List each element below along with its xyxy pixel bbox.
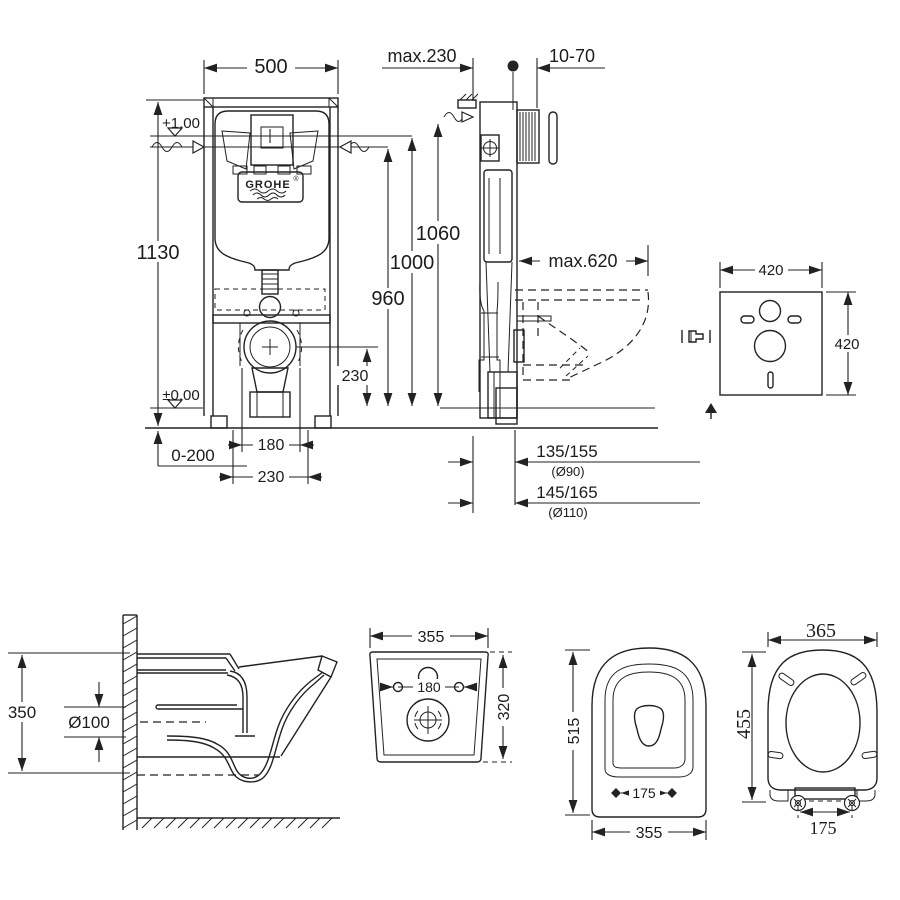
level-zero: ±0,00 — [162, 387, 199, 404]
dimension-drain-diameter: Ø100 — [64, 682, 126, 762]
dim-bolt-spacing-label: 180 — [258, 437, 285, 454]
dim-drain-diameter-label: Ø100 — [68, 713, 110, 732]
dim-top-width-label: 355 — [636, 825, 663, 842]
bowl-top-view: 515 175 355 — [564, 647, 707, 842]
dim-outlet-spacing-label: 230 — [258, 469, 285, 486]
drain-target — [406, 698, 450, 742]
dim-plate-width-label: 420 — [758, 262, 783, 279]
dim-bowl-height-label: 350 — [8, 703, 36, 722]
up-arrow-icon — [705, 403, 717, 419]
dim-rear-holes-label: 180 — [417, 679, 441, 695]
dim-plate-height-label: 420 — [834, 336, 859, 353]
dimension-plate-height: 420 — [826, 291, 864, 396]
dim-bowl-clearance-label: max.620 — [548, 251, 617, 271]
seat-top-view: 365 455 175 — [733, 620, 878, 838]
dimension-frame-depth: max.230 — [382, 46, 473, 73]
dimension-outlet-height: 230 — [296, 346, 378, 406]
dimension-top-depth: 515 — [564, 649, 590, 816]
dim-outlet-110-dia: (Ø110) — [548, 505, 588, 520]
dimension-wall-thickness: 10-70 — [537, 46, 605, 73]
dim-foot-adjust-label: 0-200 — [171, 446, 214, 465]
bowl-silhouette-dashed — [440, 289, 655, 409]
dim-1000-label: 1000 — [390, 252, 435, 274]
cistern-front-view: GROHE ® — [135, 55, 658, 486]
dim-outlet-110-label: 145/165 — [536, 483, 597, 502]
dim-frame-depth-label: max.230 — [387, 46, 456, 66]
side-frame-structure — [443, 58, 558, 425]
dim-outlet-90-label: 135/155 — [536, 442, 597, 461]
dimension-bowl-height: 350 — [3, 652, 130, 774]
dimension-front-height: 1130 — [135, 99, 204, 426]
dimension-front-width: 500 — [203, 55, 339, 94]
dim-top-depth-label: 515 — [566, 718, 583, 745]
bowl-rear-view: 180 355 320 — [369, 627, 513, 763]
brand-label: GROHE — [245, 179, 290, 191]
dimension-height-960: 960 — [368, 149, 408, 406]
dimension-top-width: 355 — [591, 820, 707, 842]
dimension-bowl-clearance: max.620 — [519, 245, 649, 276]
dim-wall-thickness-label: 10-70 — [549, 46, 595, 66]
dimension-foot-adjust: 0-200 — [153, 431, 247, 467]
dimension-height-1000: 1000 — [389, 138, 435, 406]
cistern-side-view: max.230 10-70 1060 1000 960 max.620 — [368, 46, 700, 520]
dimension-outlet-110: 145/165 (Ø110) — [448, 483, 700, 520]
floor-hatch — [137, 817, 340, 829]
gasket-plate-view: 420 420 — [681, 261, 864, 419]
bowl-side-view: 350 Ø100 — [3, 614, 340, 830]
dimension-hinge-spacing: 175 — [797, 806, 853, 838]
wall-hatch — [122, 614, 138, 830]
dim-1060-label: 1060 — [416, 223, 461, 245]
dimension-seat-width: 365 — [767, 620, 878, 647]
dimension-rear-height: 320 — [483, 651, 513, 763]
dimension-height-1060: 1060 — [413, 123, 463, 406]
dimension-bolt-spacing: 180 — [228, 368, 314, 454]
dim-hinge-spacing-label: 175 — [810, 818, 837, 838]
dimension-plate-width: 420 — [719, 261, 823, 288]
screw-icon — [681, 330, 711, 343]
grohe-logo: GROHE ® — [237, 171, 304, 203]
dimension-outlet-spacing: 230 — [219, 430, 322, 486]
dim-960-label: 960 — [371, 288, 404, 310]
dim-front-height-label: 1130 — [136, 242, 179, 264]
dimension-seat-depth: 455 — [733, 651, 766, 803]
cistern-tank — [214, 110, 330, 271]
dim-seat-width-label: 365 — [806, 620, 836, 642]
dim-rear-height-label: 320 — [496, 694, 513, 721]
dim-outlet-height-label: 230 — [342, 368, 369, 385]
dimension-top-seat-holes: 175 — [611, 785, 677, 801]
dim-top-seat-holes-label: 175 — [632, 785, 656, 801]
dimension-rear-width: 355 — [369, 627, 489, 648]
dimension-rear-holes: 180 — [379, 679, 478, 695]
dim-seat-depth-label: 455 — [733, 709, 755, 739]
brand-reg-mark: ® — [293, 175, 299, 183]
bowl-profile — [137, 653, 338, 783]
flush-pipe-assembly — [212, 269, 331, 418]
dim-rear-width-label: 355 — [418, 629, 445, 646]
dim-outlet-90-dia: (Ø90) — [551, 464, 584, 479]
dimension-outlet-90: 135/155 (Ø90) — [448, 430, 700, 513]
level-plus-100: +1,00 — [162, 115, 200, 132]
seat-hinges — [789, 787, 861, 812]
dim-front-width-label: 500 — [254, 56, 287, 78]
